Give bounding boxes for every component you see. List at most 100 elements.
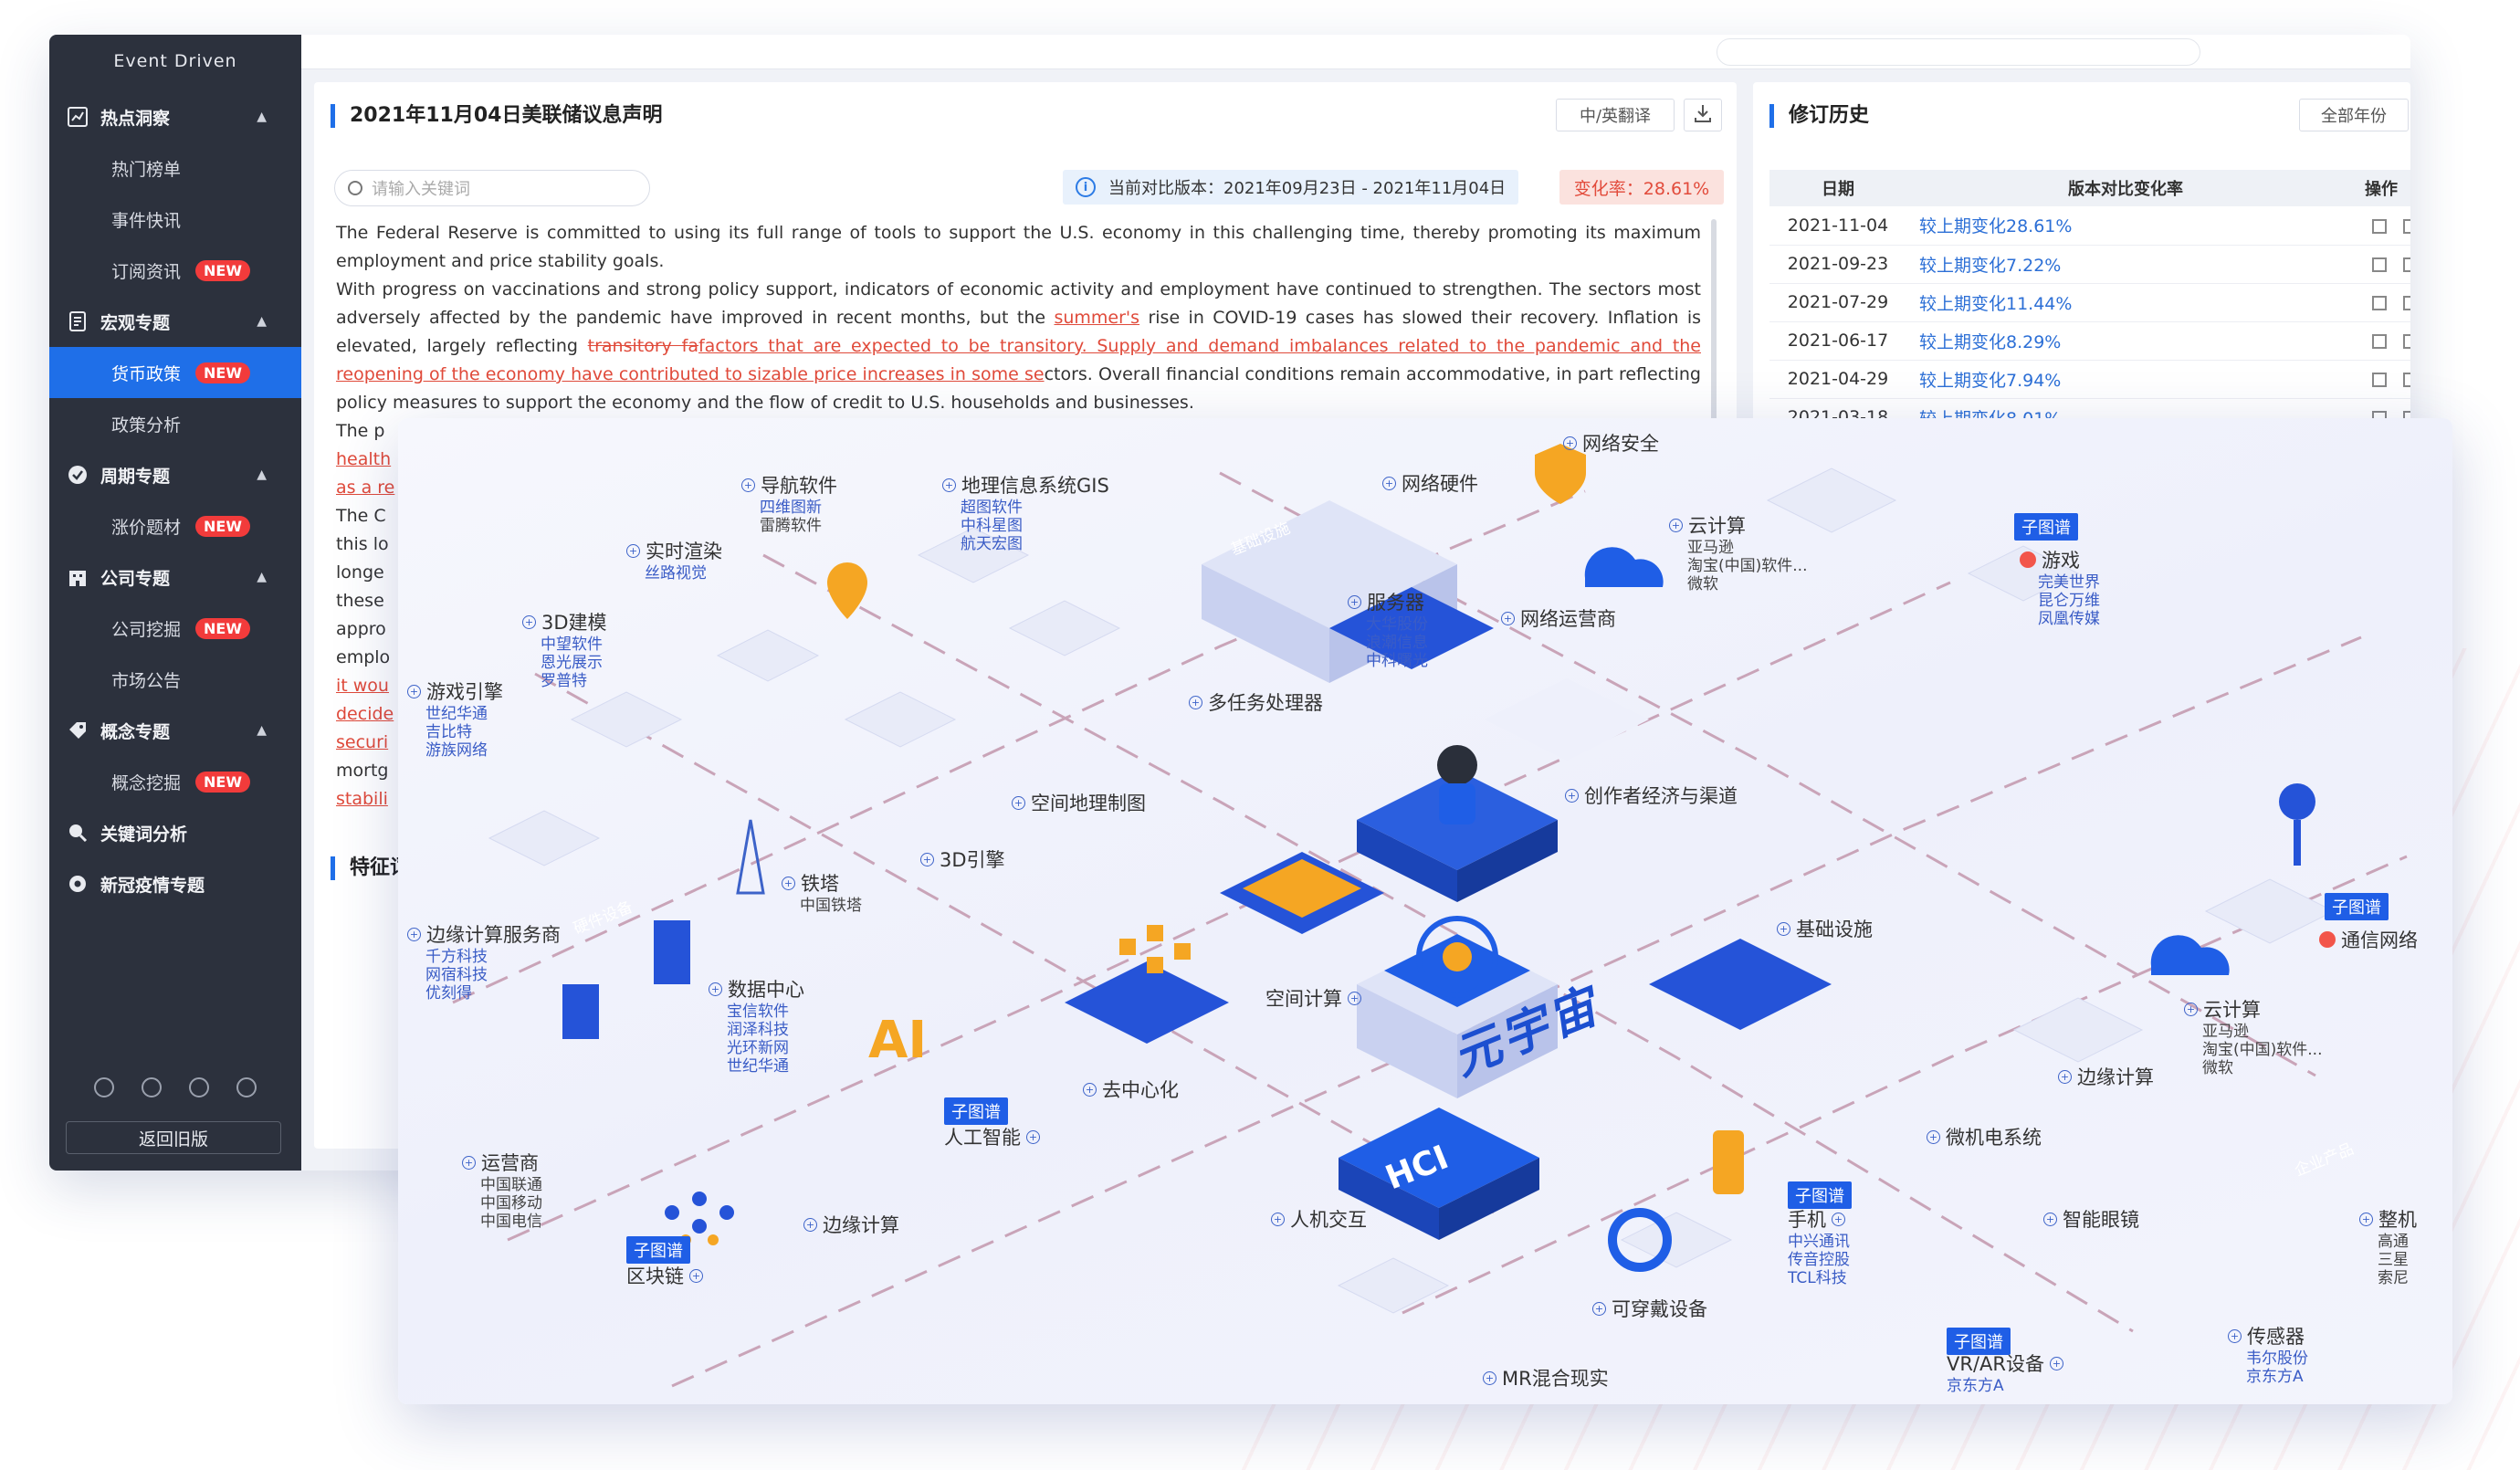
chevron-up-icon: ▲	[257, 467, 267, 482]
row-change-link[interactable]: 较上期变化28.61%	[1906, 206, 2345, 246]
node-network-hardware[interactable]: +网络硬件	[1382, 469, 1478, 497]
node-cloud-computing-2[interactable]: +云计算 亚马逊 淘宝(中国)软件... 微软	[2184, 995, 2322, 1077]
view-icon[interactable]	[2403, 296, 2410, 310]
sidebar-group-keyword[interactable]: 关键词分析	[49, 807, 301, 858]
view-icon[interactable]	[2403, 373, 2410, 387]
view-icon[interactable]	[2403, 334, 2410, 349]
subgraph-tag[interactable]: 子图谱	[1947, 1328, 2011, 1355]
subgraph-tag[interactable]: 子图谱	[1788, 1181, 1852, 1209]
row-date: 2021-09-23	[1769, 245, 1906, 284]
node-realtime-render[interactable]: +实时渲染 丝路视觉	[626, 537, 722, 583]
help-icon[interactable]	[236, 1077, 257, 1097]
node-mixed-reality[interactable]: +MR混合现实	[1483, 1364, 1609, 1391]
sidebar-group-company[interactable]: 公司专题 ▲	[49, 551, 301, 603]
node-company: 吉比特	[425, 723, 472, 741]
view-icon[interactable]	[2403, 257, 2410, 272]
plus-icon: +	[2043, 1212, 2057, 1226]
node-ai[interactable]: 人工智能+	[944, 1123, 1045, 1150]
top-search-input[interactable]	[1717, 38, 2200, 66]
node-spatial-mapping[interactable]: +空间地理制图	[1012, 789, 1146, 816]
node-operator[interactable]: +运营商 中国联通 中国移动 中国电信	[462, 1149, 542, 1231]
node-hci[interactable]: +人机交互	[1271, 1205, 1367, 1233]
download-icon[interactable]	[2372, 334, 2387, 349]
node-tower[interactable]: +铁塔 中国铁塔	[782, 869, 862, 915]
row-change-link[interactable]: 较上期变化7.94%	[1906, 360, 2345, 399]
subgraph-tag[interactable]: 子图谱	[2325, 893, 2389, 920]
node-spatial-computing[interactable]: 空间计算+	[1265, 984, 1367, 1012]
plus-icon: +	[626, 543, 640, 558]
node-edge-computing-2[interactable]: +边缘计算	[803, 1211, 899, 1238]
node-mems[interactable]: +微机电系统	[1927, 1123, 2042, 1150]
tag-icon	[68, 720, 88, 740]
sidebar-item-hot-list[interactable]: 热门榜单	[49, 142, 301, 194]
node-server[interactable]: +服务器 大华股份 浪潮信息 中科曙光	[1348, 588, 1428, 670]
row-change-link[interactable]: 较上期变化8.29%	[1906, 321, 2345, 361]
line-stub: securi	[336, 732, 389, 752]
sidebar-group-concept[interactable]: 概念专题 ▲	[49, 705, 301, 756]
sidebar-item-market-notice[interactable]: 市场公告	[49, 654, 301, 705]
node-3d-modeling[interactable]: +3D建模 中望软件 恩光展示 罗普特	[522, 608, 607, 690]
node-edge-service[interactable]: +边缘计算服务商 千方科技 网宿科技 优刻得	[407, 920, 561, 1003]
node-game-engine[interactable]: +游戏引擎 世纪华通 吉比特 游族网络	[407, 677, 503, 760]
download-button[interactable]	[1684, 99, 1722, 131]
scrollbar[interactable]	[1711, 219, 1717, 457]
download-icon[interactable]	[2372, 296, 2387, 310]
node-wearable[interactable]: +可穿戴设备	[1592, 1295, 1707, 1322]
back-to-old-version-button[interactable]: 返回旧版	[66, 1121, 281, 1154]
node-cloud-computing[interactable]: +云计算 亚马逊 淘宝(中国)软件... 微软	[1669, 511, 1807, 593]
iso-label: 企业产品	[2292, 1140, 2357, 1181]
sidebar-item-event-news[interactable]: 事件快讯	[49, 194, 301, 245]
node-company: 中国移动	[480, 1194, 542, 1213]
node-3d-engine[interactable]: +3D引擎	[920, 845, 1005, 873]
user-icon[interactable]	[94, 1077, 114, 1097]
node-infrastructure[interactable]: +基础设施	[1777, 915, 1873, 942]
subgraph-tag[interactable]: 子图谱	[944, 1097, 1008, 1125]
row-change-link[interactable]: 较上期变化7.22%	[1906, 245, 2345, 284]
row-change-link[interactable]: 较上期变化11.44%	[1906, 283, 2345, 322]
node-sensor[interactable]: +传感器 韦尔股份 京东方A	[2228, 1322, 2308, 1386]
node-network-security[interactable]: +网络安全	[1563, 429, 1659, 457]
download-icon[interactable]	[2372, 257, 2387, 272]
node-datacenter[interactable]: +数据中心 宝信软件 润泽科技 光环新网 世纪华通	[709, 975, 804, 1076]
node-blockchain[interactable]: 区块链+	[626, 1262, 709, 1289]
sidebar-group-macro[interactable]: 宏观专题 ▲	[49, 296, 301, 347]
node-creator-economy[interactable]: +创作者经济与渠道	[1565, 782, 1738, 809]
node-navigation-software[interactable]: +导航软件 四维图新 雷腾软件	[741, 471, 837, 535]
download-icon[interactable]	[2372, 373, 2387, 387]
plus-icon: +	[1483, 1370, 1496, 1385]
sidebar-group-covid[interactable]: 新冠疫情专题	[49, 858, 301, 909]
node-label: 网络运营商	[1520, 608, 1616, 630]
sidebar-item-policy-analysis[interactable]: 政策分析	[49, 398, 301, 449]
node-vr-ar[interactable]: VR/AR设备+ 京东方A	[1947, 1349, 2069, 1395]
node-edge-computing[interactable]: +边缘计算	[2058, 1063, 2154, 1090]
node-telecom-network[interactable]: 通信网络	[2319, 926, 2418, 953]
node-gis[interactable]: +地理信息系统GIS 超图软件 中科星图 航天宏图	[942, 471, 1109, 553]
keyword-search-input[interactable]: 请输入关键词	[334, 170, 650, 206]
translate-button[interactable]: 中/英翻译	[1556, 99, 1675, 131]
settings-icon[interactable]	[189, 1077, 209, 1097]
subgraph-tag[interactable]: 子图谱	[626, 1236, 690, 1264]
download-icon[interactable]	[2372, 218, 2387, 234]
node-games[interactable]: 游戏 完美世界 昆仑万维 凤凰传媒	[2020, 546, 2100, 628]
node-smart-glasses[interactable]: +智能眼镜	[2043, 1205, 2139, 1233]
sidebar-group-cycle[interactable]: 周期专题 ▲	[49, 449, 301, 500]
view-icon[interactable]	[2403, 218, 2410, 234]
node-network-operator[interactable]: +网络运营商	[1501, 604, 1616, 632]
plus-icon: +	[2228, 1328, 2242, 1343]
sidebar-group-hot[interactable]: 热点洞察 ▲	[49, 91, 301, 142]
node-whole-device[interactable]: +整机 高通 三星 索尼	[2359, 1205, 2417, 1287]
node-multitask-processor[interactable]: +多任务处理器	[1189, 688, 1323, 716]
sidebar-item-label: 概念挖掘	[111, 772, 182, 793]
node-phone[interactable]: 手机+ 中兴通讯 传音控股 TCL科技	[1788, 1205, 1851, 1287]
all-years-select[interactable]: 全部年份	[2299, 99, 2409, 131]
subgraph-tag[interactable]: 子图谱	[2014, 513, 2078, 541]
node-decentralization[interactable]: +去中心化	[1083, 1076, 1179, 1103]
node-label: 导航软件	[761, 475, 837, 497]
bell-icon[interactable]	[142, 1077, 162, 1097]
